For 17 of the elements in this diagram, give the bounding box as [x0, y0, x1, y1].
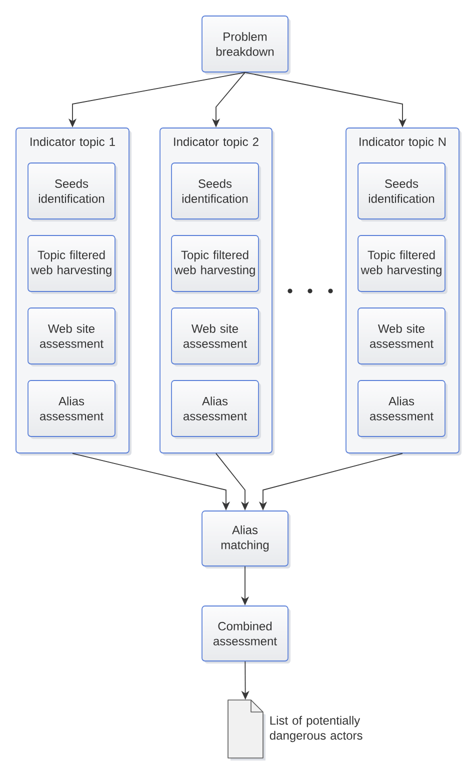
process-box: Alias assessment	[171, 380, 261, 439]
process-box: Problem breakdown	[202, 16, 290, 74]
process-box: Seeds identification	[28, 162, 118, 222]
process-box: Seeds identification	[171, 162, 261, 222]
process-box: Topic filtered web harvesting	[28, 235, 118, 294]
document-icon	[228, 700, 266, 760]
process-box: Seeds identification	[358, 162, 448, 222]
process-box: Topic filtered web harvesting	[358, 235, 448, 294]
process-box: Web site assessment	[171, 308, 261, 366]
process-box: Alias assessment	[28, 380, 118, 439]
process-box: Web site assessment	[358, 308, 448, 366]
process-box: Topic filtered web harvesting	[171, 235, 261, 294]
process-box: Combined assessment	[202, 606, 290, 664]
process-box: Alias assessment	[358, 380, 448, 439]
process-box: Alias matching	[202, 510, 290, 568]
process-box: Web site assessment	[28, 308, 118, 366]
document-caption: List of potentially dangerous actors	[270, 716, 362, 742]
